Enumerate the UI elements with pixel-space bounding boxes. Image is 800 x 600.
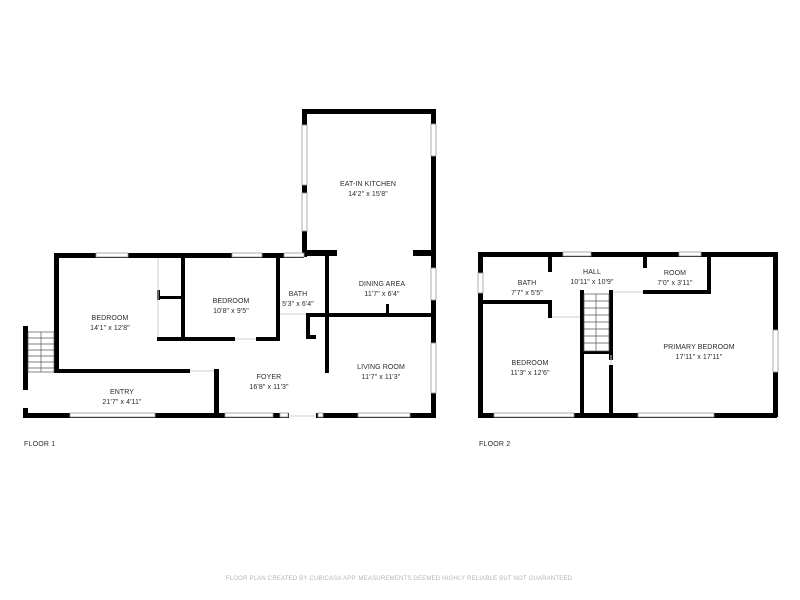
floor-1-label: FLOOR 1	[24, 441, 56, 448]
room-name: BEDROOM	[212, 298, 250, 305]
room-dims: 14'2" x 15'8"	[348, 191, 388, 198]
room-name: ROOM	[663, 270, 687, 277]
room-name: LIVING ROOM	[357, 364, 405, 371]
floor-2-plan	[477, 251, 779, 418]
floor-2-label: FLOOR 2	[479, 441, 511, 448]
room-bedroom-2: BEDROOM 10'8" x 9'5"	[213, 297, 250, 317]
room-dining-area: DINING AREA 11'7" x 6'4"	[359, 280, 405, 300]
room-living-room: LIVING ROOM 11'7" x 11'3"	[357, 363, 405, 383]
room-room: ROOM 7'0" x 3'11"	[657, 269, 692, 289]
room-bath-2: BATH 7'7" x 5'5"	[511, 279, 543, 299]
room-dims: 11'7" x 6'4"	[364, 291, 400, 298]
room-dims: 5'3" x 6'4"	[282, 301, 314, 308]
room-foyer: FOYER 16'8" x 11'3"	[249, 373, 288, 393]
room-dims: 14'1" x 12'8"	[90, 325, 130, 332]
room-entry: ENTRY 21'7" x 4'11"	[102, 388, 141, 408]
room-name: ENTRY	[109, 389, 135, 396]
room-bedroom-3: BEDROOM 11'3" x 12'6"	[510, 359, 549, 379]
footer-disclaimer: FLOOR PLAN CREATED BY CUBICASA APP. MEAS…	[225, 576, 575, 582]
room-name: PRIMARY BEDROOM	[663, 344, 735, 351]
room-dims: 10'8" x 9'5"	[213, 308, 249, 315]
room-dims: 7'0" x 3'11"	[657, 280, 693, 287]
room-dims: 16'8" x 11'3"	[249, 384, 289, 391]
room-bedroom-1: BEDROOM 14'1" x 12'8"	[90, 314, 130, 334]
room-dims: 11'3" x 12'6"	[510, 370, 550, 377]
floor-1-plan	[23, 109, 437, 418]
room-name: BEDROOM	[91, 315, 129, 322]
room-name: BATH	[517, 280, 537, 287]
room-bath-1: BATH 5'3" x 6'4"	[282, 290, 314, 310]
room-name: BATH	[288, 291, 308, 298]
room-eat-in-kitchen: EAT-IN KITCHEN 14'2" x 15'8"	[340, 180, 396, 200]
room-name: DINING AREA	[358, 281, 406, 288]
room-dims: 7'7" x 5'5"	[511, 290, 543, 297]
room-dims: 21'7" x 4'11"	[102, 399, 142, 406]
room-hall: HALL 10'11" x 10'9"	[570, 268, 613, 288]
room-name: EAT-IN KITCHEN	[339, 181, 397, 188]
room-name: FOYER	[256, 374, 282, 381]
room-name: HALL	[583, 269, 601, 276]
room-dims: 11'7" x 11'3"	[361, 374, 401, 381]
room-dims: 10'11" x 10'9"	[570, 279, 614, 286]
room-dims: 17'11" x 17'11"	[675, 354, 723, 361]
room-name: BEDROOM	[511, 360, 549, 367]
room-primary-bedroom: PRIMARY BEDROOM 17'11" x 17'11"	[663, 343, 734, 363]
